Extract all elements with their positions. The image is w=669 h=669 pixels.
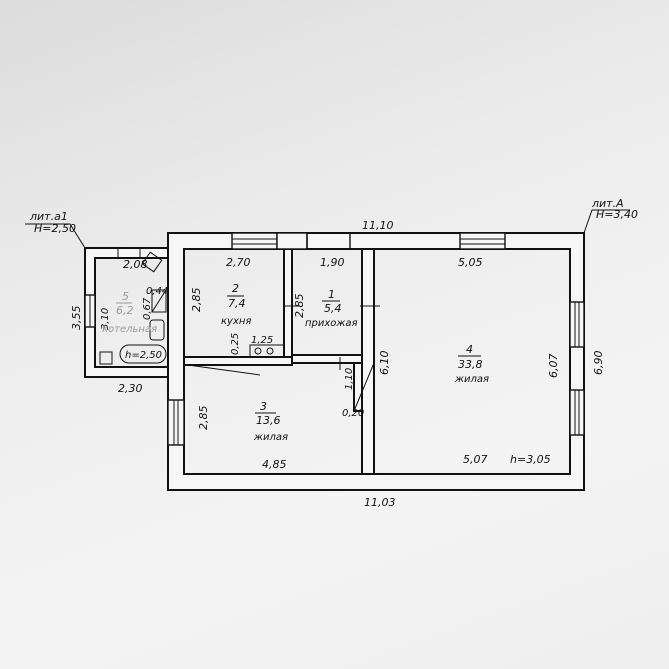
room-4-number: 4 [466, 343, 473, 356]
stove-depth: 0,25 [230, 333, 241, 355]
boiler-icon [151, 289, 167, 313]
room-1-name: прихожая [305, 318, 358, 329]
windows [167, 232, 585, 446]
room-4-name: жилая [454, 374, 489, 385]
room-3-window [167, 399, 185, 446]
annex-dim-outer-left: 3,55 [70, 306, 83, 331]
room-4-width-bottom: 5,07 [463, 453, 488, 466]
room-3-depth: 2,85 [197, 406, 210, 431]
closet-width: 0,20 [342, 408, 364, 419]
room-3-name: жилая [253, 432, 288, 443]
room-4-depth-right: 6,07 [547, 354, 560, 379]
room-1-area: 5,4 [324, 302, 342, 315]
dim-top-total: 11,10 [362, 219, 394, 232]
room-5-number: 5 [122, 290, 129, 303]
ceiling-height-badge [119, 344, 167, 364]
room-3-area: 13,6 [256, 414, 281, 427]
annex-dim-067: 0,67 [142, 297, 153, 320]
room-3-width: 4,85 [262, 458, 287, 471]
room-4-ceiling-height: h=3,05 [510, 453, 551, 466]
stove-width: 1,25 [251, 335, 273, 346]
room-3-number: 3 [260, 400, 267, 413]
kitchen-window [231, 232, 278, 250]
room-2-number: 2 [232, 282, 239, 295]
room-1-width: 1,90 [320, 256, 345, 269]
annex-ceiling-height: h=2,50 [125, 350, 162, 361]
room-4-right-window-2 [569, 389, 585, 436]
room-1-number: 1 [328, 288, 335, 301]
main-walls [167, 232, 585, 491]
room-1-depth: 2,85 [293, 294, 306, 319]
annex-height-label: H=2,50 [34, 222, 76, 235]
annex-dim-top: 2,08 [123, 258, 148, 271]
main-lit-label: лит.А [591, 197, 624, 210]
annex-dim-bottom: 2,30 [118, 382, 143, 395]
toilet-icon [99, 351, 113, 365]
annex-dim-044: 0,44 [146, 286, 168, 297]
annex-lit-label: лит.а1 [29, 210, 68, 223]
room-5-area: 6,2 [116, 304, 134, 317]
main-height-label: H=3,40 [596, 208, 638, 221]
dim-right-outer: 6,90 [592, 351, 605, 376]
room-2-width: 2,70 [226, 256, 251, 269]
boiler-unit-icon [149, 319, 165, 341]
room-5-name: котельная [102, 324, 157, 335]
room-2-area: 7,4 [228, 297, 246, 310]
dim-bottom-total: 11,03 [364, 496, 396, 509]
stove-icon [249, 344, 285, 358]
room-4-depth-left: 6,10 [378, 351, 391, 376]
sink-icon [141, 251, 163, 273]
room-4-right-window-1 [569, 301, 585, 348]
room-2-depth: 2,85 [190, 288, 203, 313]
annex-dim-inner-left: 3,10 [100, 308, 111, 330]
room-4-top-window [459, 232, 506, 250]
room-2-name: кухня [221, 316, 251, 327]
room-4-area: 33,8 [458, 358, 483, 371]
room-4-width-top: 5,05 [458, 256, 483, 269]
closet-depth: 1,10 [344, 368, 355, 390]
entry-door[interactable] [276, 232, 308, 250]
